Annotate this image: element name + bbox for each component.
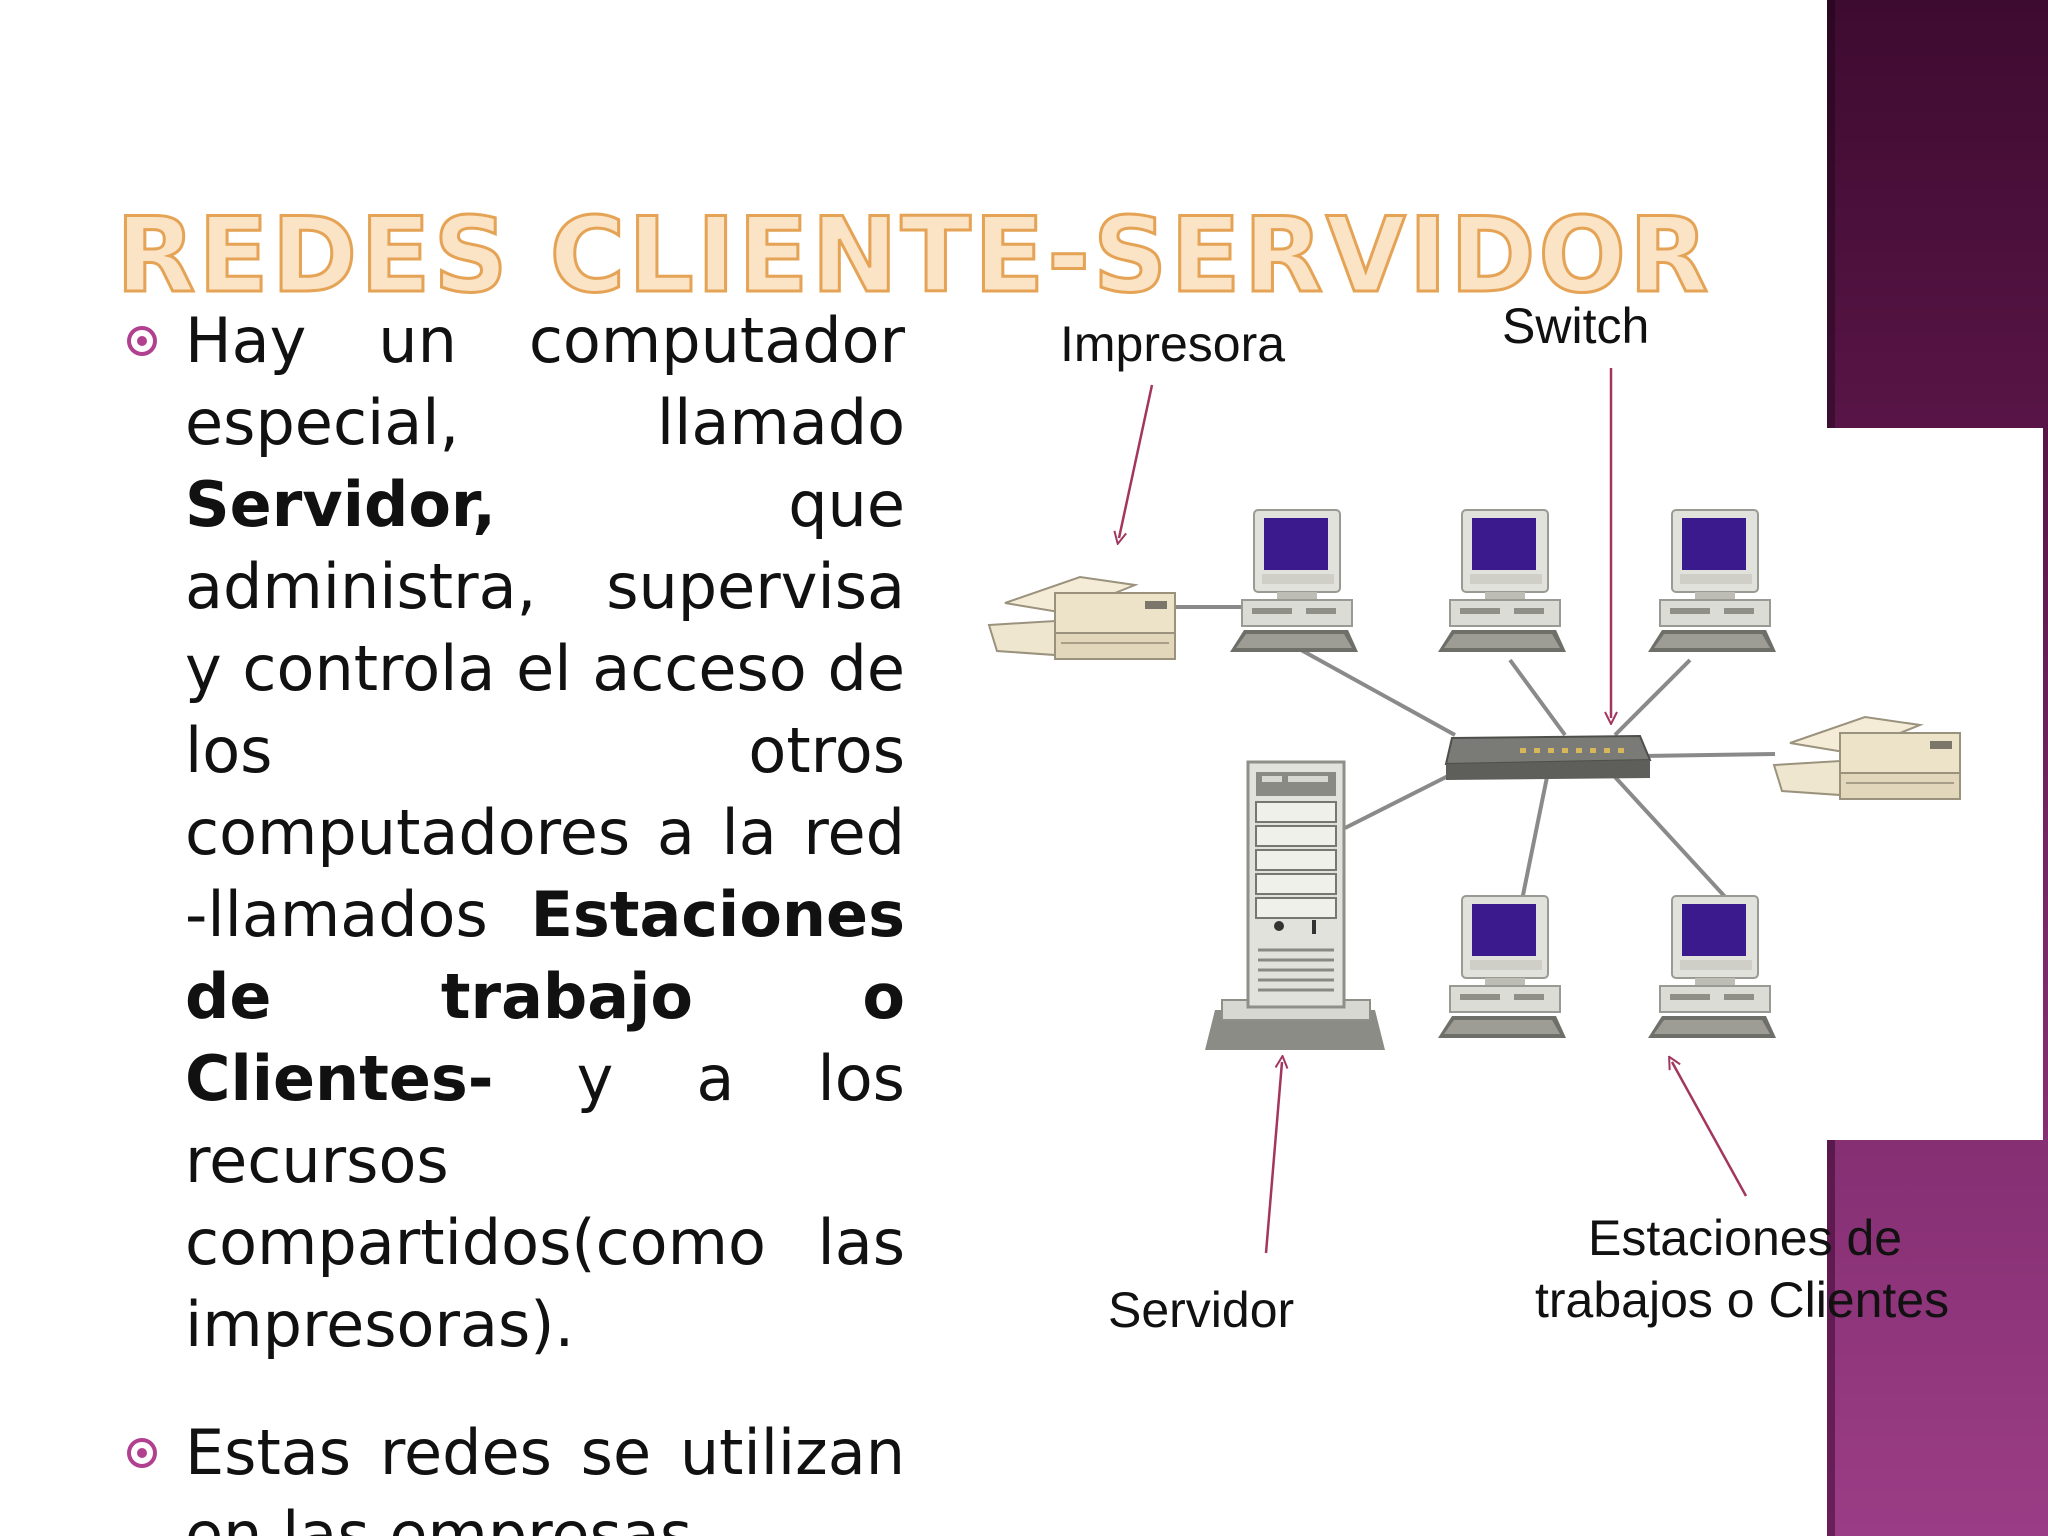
- bullet-list: Hay un computador especial, llamado Serv…: [125, 300, 905, 1536]
- bullet-item: Estas redes se utilizan en las empresas.: [125, 1412, 905, 1536]
- slide-title: REDES CLIENTE-SERVIDOR: [114, 196, 1712, 316]
- bullet-text-bold: Estaciones de trabajo o Clientes-: [185, 878, 905, 1115]
- network-cables: [1172, 605, 1776, 902]
- bullet-text-segment: Estas redes se utilizan en las empresas.: [185, 1416, 905, 1536]
- label-switch: Switch: [1502, 298, 1650, 354]
- workstation-device: [1437, 509, 1567, 653]
- bullet-icon: [127, 1438, 157, 1468]
- label-arrows: [1119, 368, 1748, 1254]
- workstation-device: [1647, 895, 1777, 1039]
- bullet-text-bold: Servidor,: [185, 468, 496, 541]
- label-printer: Impresora: [1060, 316, 1286, 372]
- bullet-text: Estas redes se utilizan en las empresas.: [185, 1412, 905, 1536]
- bullet-icon: [127, 326, 157, 356]
- bullet-text: Hay un computador especial, llamado Serv…: [185, 300, 905, 1366]
- printer-device: [1773, 716, 1961, 800]
- bullet-text-segment: que administra, supervisa y controla el …: [185, 468, 905, 951]
- workstation-device: [1437, 895, 1567, 1039]
- printer-device: [988, 576, 1176, 660]
- label-clients-line1: Estaciones de: [1588, 1210, 1903, 1266]
- label-clients-line2: trabajos o Clientes: [1535, 1272, 1950, 1328]
- workstation-device: [1229, 509, 1359, 653]
- bullet-text-segment: y a los recursos compartidos(como las im…: [185, 1042, 905, 1361]
- workstation-device: [1647, 509, 1777, 653]
- bullet-text-segment: Hay un computador especial, llamado: [185, 304, 905, 459]
- server-device: [1205, 760, 1385, 1050]
- label-server: Servidor: [1108, 1282, 1295, 1338]
- bullet-item: Hay un computador especial, llamado Serv…: [125, 300, 905, 1366]
- switch-device: [1444, 734, 1652, 780]
